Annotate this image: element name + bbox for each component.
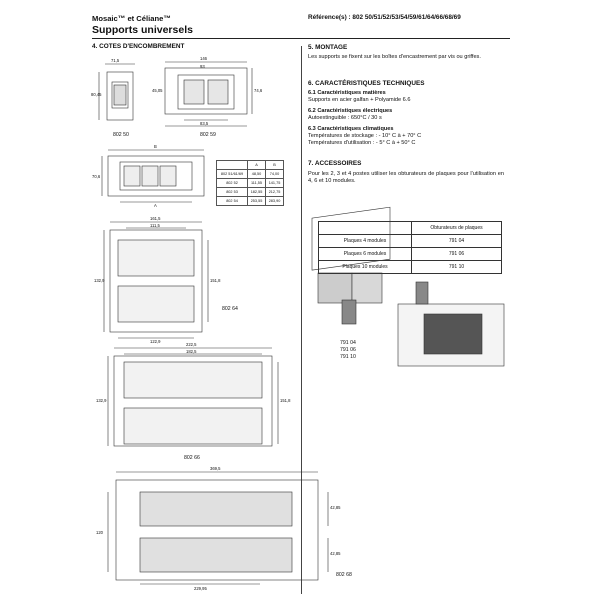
dim-label: 74,6 [254,88,263,93]
section-5-title: 5. MONTAGE [308,44,348,51]
table-header-cell: Obturateurs de plaques [411,221,502,235]
dim-label: 70,6 [92,174,101,179]
page-title: Supports universels [92,24,193,36]
section-4-title: 4. COTES D'ENCOMBREMENT [92,43,185,50]
dim-label: 132,9 [96,398,107,403]
section-6-3-title: 6.3 Caractéristiques climatiques [308,126,394,132]
section-5-text: Les supports se fixent sur les boîtes d'… [308,54,481,60]
section-6-1-text: Supports en acier galfan + Polyamide 6.6 [308,97,411,103]
dim-label: 229,95 [194,586,207,591]
dim-label: 71,5 [111,58,120,63]
section-6-3-text-2: Températures d'utilisation : - 5° C à + … [308,140,416,146]
dim-label: 120 [96,530,103,535]
dim-label: 222,5 [186,342,197,347]
dim-label: 93 [200,64,205,69]
section-6-2-text: Autoextinguible : 650°C / 30 s [308,115,382,121]
drawing-802-51 [101,149,205,203]
table-cell [318,221,412,235]
drawing-ref-label: 802 66 [184,455,200,461]
dim-label: 45,05 [152,88,163,93]
illustration-ref: 791 04 [340,340,356,346]
dim-label: 182,5 [186,349,197,354]
drawing-ref-label: 802 64 [222,306,238,312]
dim-label: 369,5 [210,466,221,471]
dim-label: 151,8 [280,398,291,403]
dim-label: A [154,203,157,208]
brand-title: Mosaic™ et Céliane™ [92,14,171,23]
section-6-title: 6. CARACTÉRISTIQUES TECHNIQUES [308,80,425,87]
header-rule [92,38,510,40]
dim-label: 80,45 [91,92,102,97]
dim-label: B [154,144,157,149]
illustration-ref: 791 10 [340,354,356,360]
section-7-text: Pour les 2, 3 et 4 postes utiliser les o… [308,171,504,184]
drawing-802-59 [164,61,253,127]
drawing-ref-label: 802 68 [336,572,352,578]
section-6-3-text-1: Températures de stockage : - 10° C à + 7… [308,133,422,139]
dim-label: 111,5 [150,223,160,228]
drawing-802-64 [103,221,209,339]
section-6-2-title: 6.2 Caractéristiques électriques [308,108,393,114]
illustration-ref: 791 06 [340,347,356,353]
column-divider [301,46,302,594]
drawing-ref-label: 802 50 [113,132,129,138]
section-7-title: 7. ACCESSOIRES [308,160,362,167]
reference-line: Référence(s) : 802 50/51/52/53/54/59/61/… [308,14,461,21]
dim-label: 161,5 [150,216,161,221]
drawing-802-50 [98,63,135,121]
drawing-802-66 [107,347,279,447]
dim-label: 83,5 [200,121,209,126]
dim-label: 42,85 [330,505,341,510]
drawing-ref-label: 802 59 [200,132,216,138]
accessories-table: Obturateurs de plaques Plaques 4 modules… [318,221,502,274]
dim-label: 122,9 [150,339,161,344]
dim-label: 146 [200,56,207,61]
dim-label: 151,8 [210,278,221,283]
section-6-1-title: 6.1 Caractéristiques matières [308,90,386,96]
drawing-802-68 [107,471,329,585]
dim-label: 42,85 [330,551,341,556]
dim-label: 132,9 [94,278,105,283]
